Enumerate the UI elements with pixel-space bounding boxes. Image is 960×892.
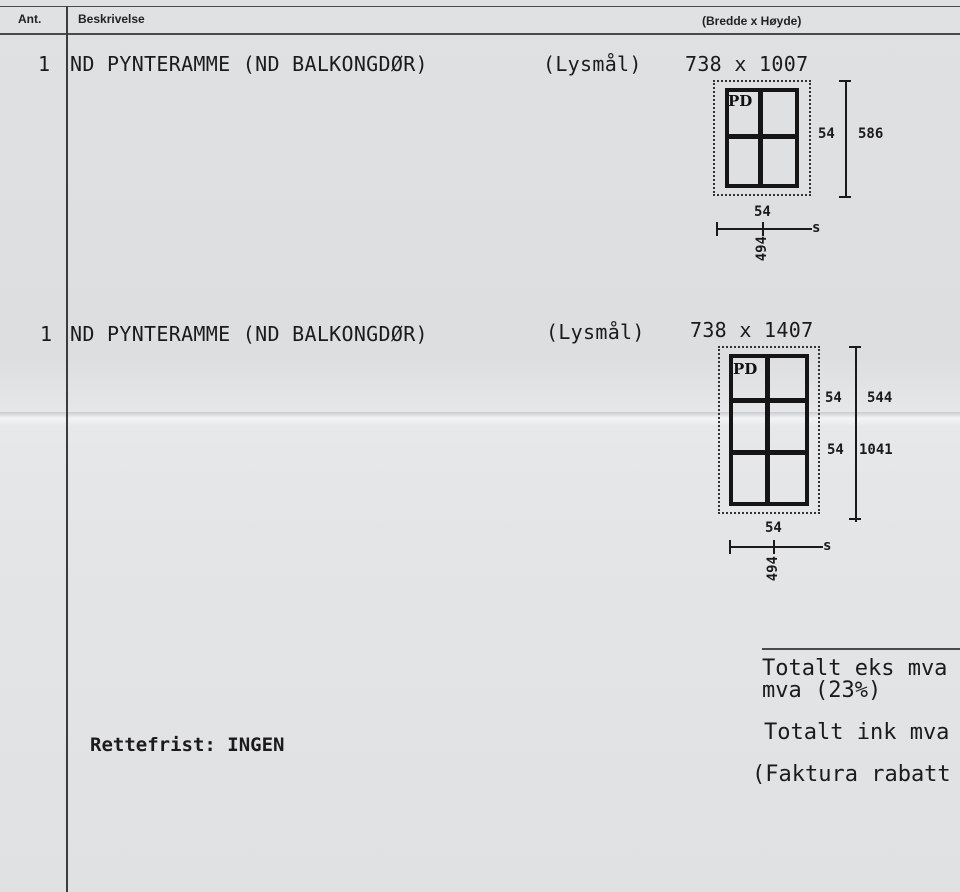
header-top-line — [0, 6, 960, 7]
window-frame — [718, 346, 820, 514]
window-frame — [713, 80, 811, 196]
item-2-note: (Lysmål) — [546, 320, 645, 344]
item-1-window-drawing: PD 54 586 54 s 494 — [700, 76, 900, 286]
item-1-description: ND PYNTERAMME (ND BALKONGDØR) — [70, 52, 428, 76]
dim-bottom: 54 — [765, 520, 782, 536]
transom-lower — [731, 450, 805, 455]
totals-line — [762, 648, 960, 650]
dim-side-b2: 1041 — [859, 442, 893, 458]
dim-side-a: 54 — [818, 126, 835, 142]
end-mark: s — [812, 220, 821, 236]
vertical-dim-line — [845, 80, 847, 198]
dim-side-a1: 54 — [825, 390, 842, 406]
header-beskrivelse: Beskrivelse — [78, 12, 145, 26]
transom-upper — [731, 398, 805, 403]
item-1-qty: 1 — [38, 52, 51, 76]
header-ant: Ant. — [18, 12, 42, 26]
item-1-note: (Lysmål) — [543, 52, 642, 76]
horizontal-dim-line — [729, 546, 823, 548]
item-2-size: 738 x 1407 — [690, 318, 814, 342]
header-bottom-line — [0, 33, 960, 35]
dim-vertical-text: 494 — [754, 236, 770, 262]
mullion — [765, 356, 770, 502]
item-2-window-drawing: PD 54 544 54 1041 54 s 494 — [705, 342, 935, 612]
pd-label: PD — [733, 360, 758, 378]
item-1-size: 738 x 1007 — [685, 52, 809, 76]
horizontal-dim-line — [716, 228, 812, 230]
header-size: (Bredde x Høyde) — [702, 14, 802, 28]
paper-fold — [0, 412, 960, 426]
vertical-dim-line — [855, 346, 857, 522]
column-divider — [66, 6, 68, 892]
invoice-discount-note: (Faktura rabatt — [752, 762, 951, 787]
item-2-description: ND PYNTERAMME (ND BALKONGDØR) — [70, 322, 428, 346]
item-2-qty: 1 — [40, 322, 53, 346]
dim-side-b: 586 — [858, 126, 884, 142]
total-inc-vat: Totalt ink mva — [764, 720, 950, 745]
vat-line: mva (23%) — [762, 678, 882, 703]
rettefrist: Rettefrist: INGEN — [90, 734, 285, 756]
dim-vertical-text: 494 — [765, 556, 781, 582]
dim-bottom: 54 — [754, 204, 771, 220]
dim-side-b1: 544 — [867, 390, 893, 406]
dim-side-a2: 54 — [827, 442, 844, 458]
end-mark: s — [823, 538, 832, 554]
transom — [727, 134, 797, 139]
total-ex-vat: Totalt eks mva — [762, 656, 948, 681]
pd-label: PD — [728, 92, 753, 110]
